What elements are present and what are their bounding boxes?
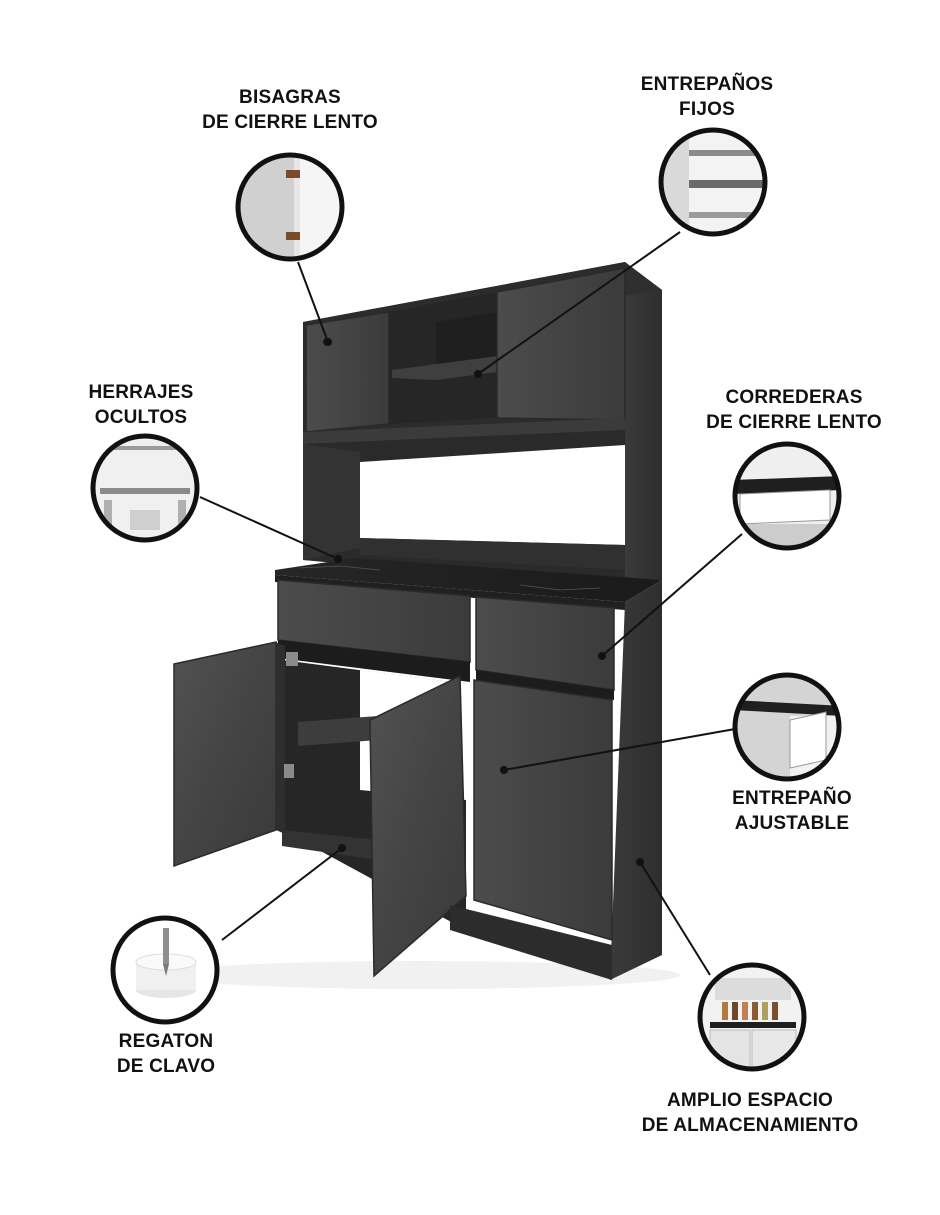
leader-correderas xyxy=(601,533,743,657)
callout-herrajes xyxy=(90,433,200,543)
leader-regaton xyxy=(221,847,343,941)
niche-back xyxy=(436,312,497,364)
upper-right-door xyxy=(496,267,626,421)
callout-regaton xyxy=(110,915,220,1025)
center-open-door xyxy=(369,674,467,978)
callout-entrepano-ajustable xyxy=(732,672,842,782)
label-correderas-line1: CORREDERAS xyxy=(725,387,863,408)
label-ajustable-line2: AJUSTABLE xyxy=(734,813,850,834)
label-amplio: AMPLIO ESPACIO DE ALMACENAMIENTO xyxy=(620,1088,880,1138)
label-bisagras: BISAGRAS DE CIERRE LENTO xyxy=(190,85,390,135)
leader-lines xyxy=(199,231,743,976)
label-herrajes: HERRAJES OCULTOS xyxy=(61,380,221,430)
leader-amplio xyxy=(639,861,711,976)
label-entrepanos-line2: FIJOS xyxy=(679,99,735,120)
callout-amplio xyxy=(697,962,807,1072)
label-bisagras-line2: DE CIERRE LENTO xyxy=(202,112,378,133)
leader-bisagras xyxy=(297,261,329,343)
label-correderas-line2: DE CIERRE LENTO xyxy=(706,412,882,433)
open-section-left xyxy=(303,444,360,560)
label-regaton: REGATON DE CLAVO xyxy=(86,1029,246,1079)
label-amplio-line2: DE ALMACENAMIENTO xyxy=(641,1115,859,1136)
label-bisagras-line1: BISAGRAS xyxy=(239,87,341,108)
leader-entrepanos xyxy=(477,231,681,375)
fixed-shelf xyxy=(392,356,497,380)
label-correderas: CORREDERAS DE CIERRE LENTO xyxy=(694,385,894,435)
hinge-lower xyxy=(284,764,294,778)
label-herrajes-line2: OCULTOS xyxy=(94,407,188,428)
cabinet xyxy=(160,262,680,989)
label-entrepano-ajustable: ENTREPAÑO AJUSTABLE xyxy=(702,786,882,836)
label-entrepanos-fijos: ENTREPAÑOS FIJOS xyxy=(607,72,807,122)
label-ajustable-line1: ENTREPAÑO xyxy=(732,788,852,809)
right-closed-door xyxy=(473,679,613,941)
upper-left-door xyxy=(305,311,390,433)
open-section-gap xyxy=(360,445,625,545)
hinge-upper xyxy=(286,652,298,666)
label-regaton-line1: REGATON xyxy=(118,1031,214,1052)
left-open-door xyxy=(173,641,277,868)
leader-dots xyxy=(324,338,644,866)
open-section-bottom xyxy=(360,538,625,570)
base-side-panel xyxy=(610,580,662,980)
label-herrajes-line1: HERRAJES xyxy=(88,382,194,403)
label-regaton-line2: DE CLAVO xyxy=(116,1056,216,1077)
leader-herrajes xyxy=(199,496,339,560)
label-entrepanos-line1: ENTREPAÑOS xyxy=(640,74,774,95)
label-amplio-line1: AMPLIO ESPACIO xyxy=(666,1090,834,1111)
callout-entrepanos-fijos xyxy=(658,127,768,237)
callout-bisagras xyxy=(235,152,345,262)
adjustable-shelf xyxy=(298,716,378,746)
mid-shelf xyxy=(303,418,625,444)
hutch-side-panel xyxy=(625,262,662,590)
callout-correderas xyxy=(732,441,842,551)
leader-entrepano-ajustable xyxy=(503,728,736,771)
plinth xyxy=(450,905,612,980)
